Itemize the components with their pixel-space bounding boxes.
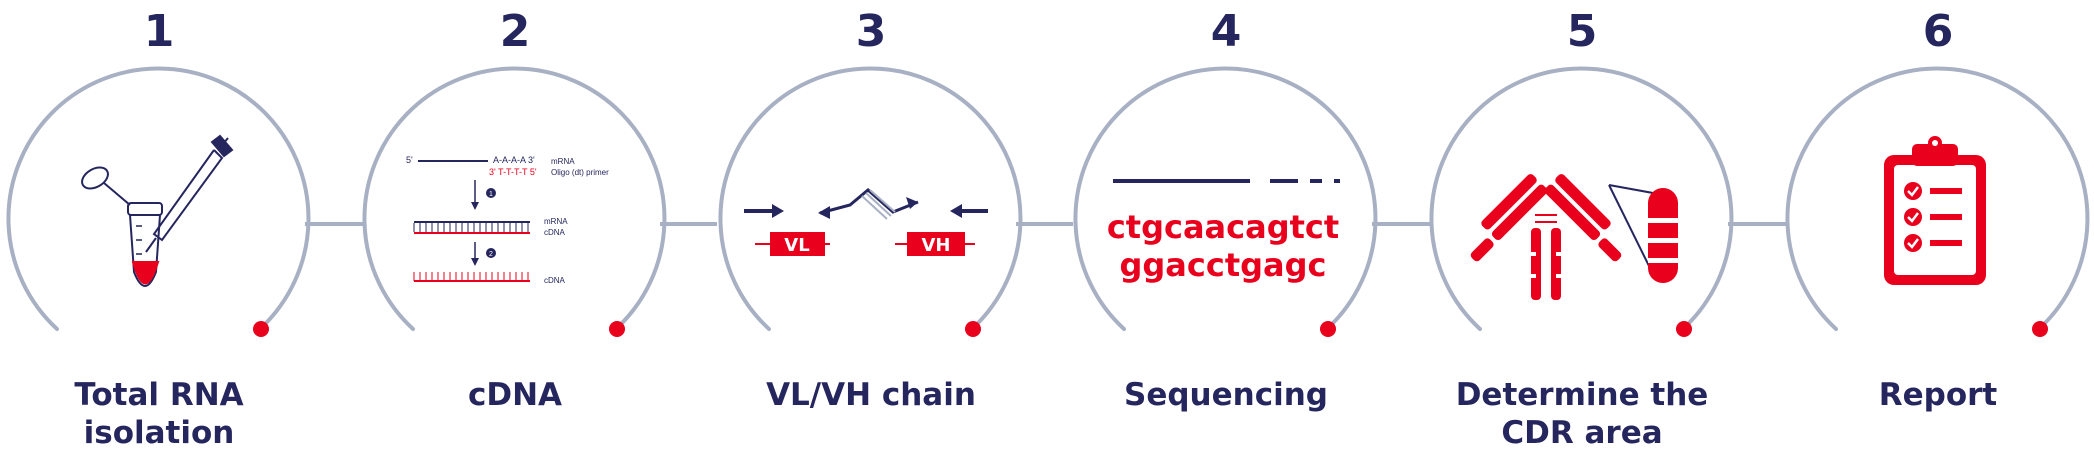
step-label-4: Sequencing [1124, 377, 1328, 413]
mrna-label: mRNA [551, 157, 575, 166]
mrna-label-2: mRNA [544, 217, 568, 226]
ring-5 [1429, 66, 1734, 331]
step-number-4: 4 [1210, 6, 1242, 57]
rna-tube-pipette-icon [81, 134, 234, 287]
ring-1 [6, 66, 311, 331]
vh-label: VH [922, 235, 951, 256]
step-label-6: Report [1878, 377, 1998, 413]
sequence-line-2: ggacctgagc [1119, 246, 1326, 284]
step-label-2: cDNA [467, 377, 563, 413]
cdna-label-2: cDNA [544, 276, 566, 285]
ring-end-dots [253, 321, 2048, 337]
five-prime-label: 5' [406, 155, 413, 165]
cdna-label-1: cDNA [544, 228, 566, 237]
ring-dot-6 [2032, 321, 2048, 337]
sequence-read-icon: ctgcaacagtct ggacctgagc [1107, 179, 1340, 284]
step-number-1: 1 [143, 6, 175, 57]
ring-dot-3 [965, 321, 981, 337]
pcr-primers-icon: VL VH [744, 188, 988, 256]
primer-label: Oligo (dt) primer [551, 168, 609, 177]
antibody-cdr-icon [1470, 174, 1678, 300]
sequence-line-1: ctgcaacagtct [1107, 208, 1339, 246]
oligo-dt-label: 3' T-T-T-T 5' [489, 167, 537, 177]
ring-dot-5 [1676, 321, 1692, 337]
ring-dot-2 [609, 321, 625, 337]
step2-label: 2 [489, 251, 493, 258]
vl-box [770, 232, 825, 256]
step-label-3: VL/VH chain [766, 377, 976, 413]
poly-a-label: A-A-A-A 3' [493, 155, 535, 165]
step1-label: 1 [489, 191, 493, 198]
cdna-synthesis-icon: 5' A-A-A-A 3' 3' T-T-T-T 5' mRNA Oligo (… [406, 155, 609, 285]
ring-6 [1785, 66, 2090, 331]
clipboard-report-icon [1884, 136, 1986, 285]
vl-label: VL [784, 235, 809, 256]
step-number-6: 6 [1922, 6, 1954, 57]
ring-dot-1 [253, 321, 269, 337]
step-label-5: Determine the CDR area [1455, 377, 1709, 451]
ring-4 [1073, 66, 1378, 331]
step-number-3: 3 [855, 6, 887, 57]
ring-dot-4 [1320, 321, 1336, 337]
ring-2 [362, 66, 667, 331]
vh-box [907, 232, 965, 256]
step-number-2: 2 [499, 6, 531, 57]
step-label-1: Total RNA isolation [74, 377, 244, 451]
step-number-5: 5 [1566, 6, 1598, 57]
rings [6, 66, 2090, 331]
ring-3 [718, 66, 1023, 331]
